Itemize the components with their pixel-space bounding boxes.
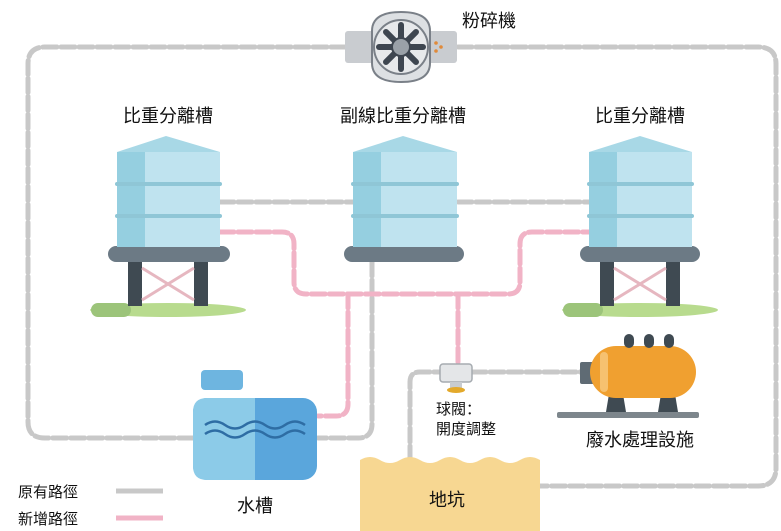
ball-valve-handle-icon bbox=[447, 387, 465, 393]
water-tank-label: 水槽 bbox=[237, 496, 273, 517]
tank-right-label: 比重分離槽 bbox=[595, 106, 685, 127]
tank-platform bbox=[108, 246, 230, 262]
existing-loop-path-right bbox=[455, 44, 779, 489]
ball-valve-body bbox=[439, 363, 473, 383]
sump-pit: 地坑 bbox=[360, 457, 540, 531]
water-tank: 水槽 bbox=[193, 370, 317, 517]
tank-platform bbox=[580, 246, 700, 262]
new-path-left-tank bbox=[217, 229, 595, 297]
gravity-separation-tank-left: 比重分離槽 bbox=[90, 106, 246, 317]
tank-roof bbox=[117, 136, 220, 152]
existing-return-to-water-tank bbox=[315, 259, 375, 441]
water-tank-cap bbox=[201, 370, 243, 390]
tank-stand bbox=[600, 262, 680, 306]
grinder: 粉碎機 bbox=[345, 10, 516, 84]
bypass-separation-tank-center: 副線比重分離槽 bbox=[340, 106, 466, 262]
tank-platform bbox=[344, 246, 464, 262]
legend-new-label: 新增路徑 bbox=[18, 510, 78, 528]
treatment-tank bbox=[590, 346, 696, 398]
tank-roof bbox=[353, 136, 457, 152]
tank-roof bbox=[589, 136, 692, 152]
pit-label: 地坑 bbox=[429, 490, 465, 511]
existing-pit-to-valve bbox=[407, 369, 443, 463]
tank-left-label: 比重分離槽 bbox=[123, 106, 213, 127]
treatment-base bbox=[557, 412, 699, 418]
new-path-to-water-tank bbox=[315, 291, 351, 419]
valve-label-line2: 開度調整 bbox=[436, 420, 496, 438]
legend: 原有路徑 新增路徑 bbox=[18, 483, 163, 528]
existing-path-network bbox=[25, 44, 779, 489]
treatment-label: 廢水處理設施 bbox=[586, 430, 694, 451]
wastewater-treatment-facility: 廢水處理設施 bbox=[557, 334, 699, 451]
grinder-hub bbox=[391, 37, 411, 57]
tank-stand bbox=[128, 262, 208, 306]
pit-body bbox=[360, 457, 540, 531]
valve-label-line1: 球閥： bbox=[436, 400, 481, 418]
existing-loop-path bbox=[25, 44, 348, 441]
grinder-label: 粉碎機 bbox=[462, 11, 516, 32]
grinder-particles-icon bbox=[434, 41, 443, 53]
gravity-separation-tank-right: 比重分離槽 bbox=[562, 106, 718, 317]
ball-valve: 球閥： 開度調整 bbox=[436, 363, 496, 438]
water-wave-icon bbox=[204, 420, 306, 430]
tank-center-label: 副線比重分離槽 bbox=[340, 106, 466, 127]
new-path-network bbox=[217, 229, 595, 419]
legend-existing-label: 原有路徑 bbox=[18, 483, 78, 501]
